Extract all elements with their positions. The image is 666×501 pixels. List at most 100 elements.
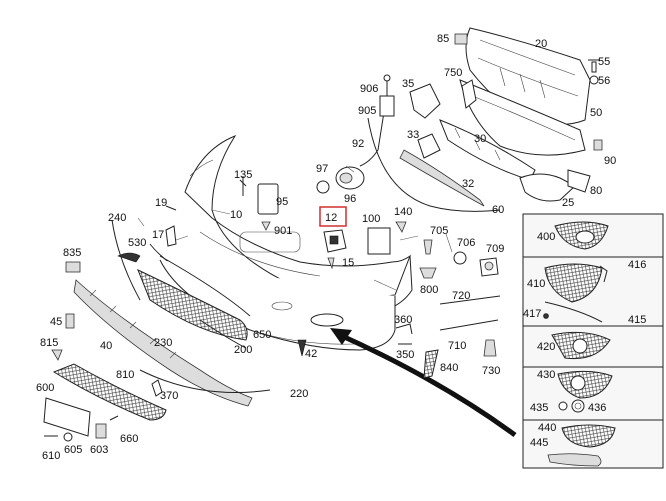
cap-709[interactable] bbox=[479, 257, 499, 277]
clip-901[interactable] bbox=[261, 221, 271, 231]
fog-lamp-frame-400[interactable] bbox=[554, 221, 609, 250]
callout-35[interactable]: 35 bbox=[402, 78, 414, 90]
callout-417[interactable]: 417 bbox=[523, 308, 541, 320]
callout-200[interactable]: 200 bbox=[234, 344, 252, 356]
callout-835[interactable]: 835 bbox=[63, 247, 81, 259]
callout-420[interactable]: 420 bbox=[537, 341, 555, 353]
callout-55[interactable]: 55 bbox=[598, 56, 610, 68]
callout-720[interactable]: 720 bbox=[452, 290, 470, 302]
callout-42[interactable]: 42 bbox=[305, 348, 317, 360]
callout-140[interactable]: 140 bbox=[394, 206, 412, 218]
callout-370[interactable]: 370 bbox=[160, 390, 178, 402]
bracket-603[interactable] bbox=[95, 423, 107, 439]
bracket-750[interactable] bbox=[461, 79, 477, 109]
clip-140[interactable] bbox=[395, 221, 407, 233]
callout-230[interactable]: 230 bbox=[154, 337, 172, 349]
callout-750[interactable]: 750 bbox=[444, 67, 462, 79]
callout-360[interactable]: 360 bbox=[394, 314, 412, 326]
strip-710[interactable] bbox=[439, 319, 499, 331]
callout-800[interactable]: 800 bbox=[420, 284, 438, 296]
callout-603[interactable]: 603 bbox=[90, 444, 108, 456]
callout-905[interactable]: 905 bbox=[358, 105, 376, 117]
callout-705[interactable]: 705 bbox=[430, 225, 448, 237]
callout-706[interactable]: 706 bbox=[457, 237, 475, 249]
clip-19[interactable] bbox=[165, 205, 177, 211]
callout-400[interactable]: 400 bbox=[537, 231, 555, 243]
callout-25[interactable]: 25 bbox=[562, 197, 574, 209]
callout-810[interactable]: 810 bbox=[116, 369, 134, 381]
callout-60[interactable]: 60 bbox=[492, 204, 504, 216]
callout-220[interactable]: 220 bbox=[290, 388, 308, 400]
bracket-32[interactable] bbox=[417, 133, 441, 159]
mount-strip-33[interactable] bbox=[399, 149, 485, 207]
licence-plate-holder-600[interactable] bbox=[43, 397, 91, 437]
screw-55[interactable] bbox=[588, 59, 600, 73]
washer-706[interactable] bbox=[453, 251, 467, 265]
callout-50[interactable]: 50 bbox=[590, 107, 602, 119]
fog-lamp-housing-430[interactable] bbox=[557, 370, 613, 413]
sensor-905[interactable] bbox=[379, 74, 395, 117]
daytime-light-440[interactable] bbox=[547, 424, 616, 467]
callout-240[interactable]: 240 bbox=[108, 212, 126, 224]
screw-705[interactable] bbox=[423, 239, 433, 255]
callout-15[interactable]: 15 bbox=[342, 257, 354, 269]
clip-730[interactable] bbox=[483, 339, 497, 357]
nut-56[interactable] bbox=[589, 75, 599, 85]
callout-56[interactable]: 56 bbox=[598, 75, 610, 87]
callout-19[interactable]: 19 bbox=[155, 197, 167, 209]
callout-901[interactable]: 901 bbox=[274, 225, 292, 237]
callout-650[interactable]: 650 bbox=[253, 329, 271, 341]
callout-416[interactable]: 416 bbox=[628, 259, 646, 271]
tow-hook-cover-12[interactable] bbox=[323, 229, 347, 253]
clip-85[interactable] bbox=[454, 33, 468, 45]
control-module-95[interactable] bbox=[257, 183, 279, 215]
callout-605[interactable]: 605 bbox=[64, 444, 82, 456]
trim-strip-650[interactable] bbox=[159, 255, 251, 317]
callout-709[interactable]: 709 bbox=[486, 243, 504, 255]
callout-96[interactable]: 96 bbox=[344, 193, 356, 205]
cable-92[interactable] bbox=[359, 111, 385, 167]
mount-100[interactable] bbox=[367, 227, 391, 255]
bracket-17[interactable] bbox=[165, 225, 177, 247]
callout-815[interactable]: 815 bbox=[40, 337, 58, 349]
callout-730[interactable]: 730 bbox=[482, 365, 500, 377]
callout-415[interactable]: 415 bbox=[628, 314, 646, 326]
callout-610[interactable]: 610 bbox=[42, 450, 60, 462]
bracket-360[interactable] bbox=[395, 323, 413, 335]
screw-815[interactable] bbox=[51, 349, 63, 361]
callout-100[interactable]: 100 bbox=[362, 213, 380, 225]
callout-85[interactable]: 85 bbox=[437, 33, 449, 45]
clip-835[interactable] bbox=[65, 261, 81, 273]
strip-220[interactable] bbox=[139, 369, 271, 393]
callout-840[interactable]: 840 bbox=[440, 362, 458, 374]
screw-800[interactable] bbox=[419, 267, 437, 279]
duct-840[interactable] bbox=[423, 349, 439, 379]
callout-20[interactable]: 20 bbox=[535, 38, 547, 50]
callout-30[interactable]: 30 bbox=[474, 133, 486, 145]
callout-12-highlighted[interactable]: 12 bbox=[325, 212, 337, 224]
callout-710[interactable]: 710 bbox=[448, 340, 466, 352]
washer-605[interactable] bbox=[63, 432, 73, 442]
callout-350[interactable]: 350 bbox=[396, 349, 414, 361]
clip-45[interactable] bbox=[65, 313, 75, 329]
bracket-35[interactable] bbox=[409, 83, 441, 119]
callout-600[interactable]: 600 bbox=[36, 382, 54, 394]
callout-530[interactable]: 530 bbox=[128, 237, 146, 249]
screw-15[interactable] bbox=[327, 257, 335, 270]
callout-32[interactable]: 32 bbox=[462, 178, 474, 190]
spoiler-40[interactable] bbox=[73, 279, 253, 407]
callout-906[interactable]: 906 bbox=[360, 83, 378, 95]
grille-810[interactable] bbox=[52, 363, 167, 421]
callout-92[interactable]: 92 bbox=[352, 138, 364, 150]
callout-660[interactable]: 660 bbox=[120, 433, 138, 445]
callout-445[interactable]: 445 bbox=[530, 437, 548, 449]
callout-90[interactable]: 90 bbox=[604, 155, 616, 167]
grille-410[interactable] bbox=[543, 263, 608, 323]
screw-90[interactable] bbox=[593, 139, 603, 151]
callout-435[interactable]: 435 bbox=[530, 402, 548, 414]
callout-45[interactable]: 45 bbox=[50, 316, 62, 328]
bracket-80[interactable] bbox=[567, 169, 591, 193]
wiring-harness-60[interactable] bbox=[367, 117, 501, 212]
energy-absorber-50[interactable] bbox=[459, 79, 586, 156]
callout-17[interactable]: 17 bbox=[152, 229, 164, 241]
